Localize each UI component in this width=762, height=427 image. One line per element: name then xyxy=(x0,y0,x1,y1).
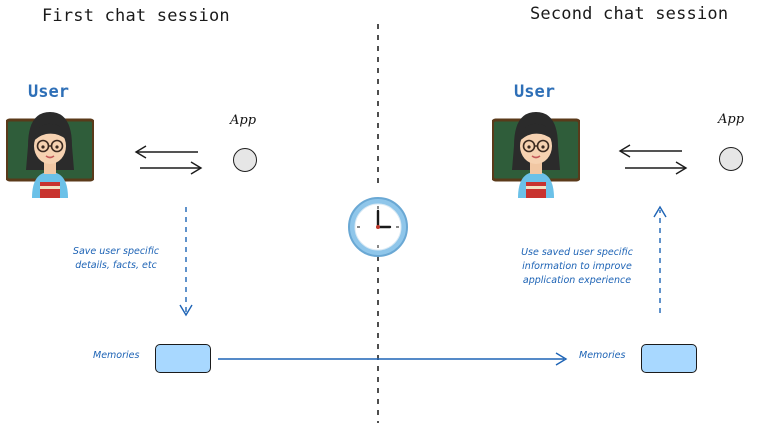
use-memory-note-line-2: information to improve xyxy=(522,261,632,272)
app-circle-icon xyxy=(233,148,257,172)
left-user-label: User xyxy=(28,82,69,102)
use-memory-note-line-1: Use saved user specific xyxy=(521,247,633,258)
app-circle-icon xyxy=(719,147,743,171)
right-memories-label: Memories xyxy=(579,350,626,361)
left-app-label: App xyxy=(230,113,257,128)
save-memory-note-line-2: details, facts, etc xyxy=(75,260,157,271)
left-memories-store xyxy=(155,344,211,373)
teacher-woman-icon xyxy=(6,112,94,198)
load-from-memory-arrow xyxy=(653,205,667,313)
left-exchange-arrows xyxy=(134,145,203,175)
right-memories-store xyxy=(641,344,697,373)
first-session-title: First chat session xyxy=(42,6,230,26)
save-memory-note-line-1: Save user specific xyxy=(72,246,160,257)
save-memory-note: Save user specific details, facts, etc xyxy=(54,245,178,273)
left-memories-label: Memories xyxy=(93,350,140,361)
use-memory-note: Use saved user specific information to i… xyxy=(502,246,652,288)
save-to-memory-arrow xyxy=(179,207,193,317)
use-memory-note-line-3: application experience xyxy=(522,275,632,286)
second-session-title: Second chat session xyxy=(530,4,729,24)
right-exchange-arrows xyxy=(618,144,688,175)
teacher-woman-icon xyxy=(492,112,580,198)
memory-transfer-arrow xyxy=(218,352,568,366)
clock-icon xyxy=(348,197,408,257)
right-app-label: App xyxy=(718,112,745,127)
right-user-label: User xyxy=(514,82,555,102)
